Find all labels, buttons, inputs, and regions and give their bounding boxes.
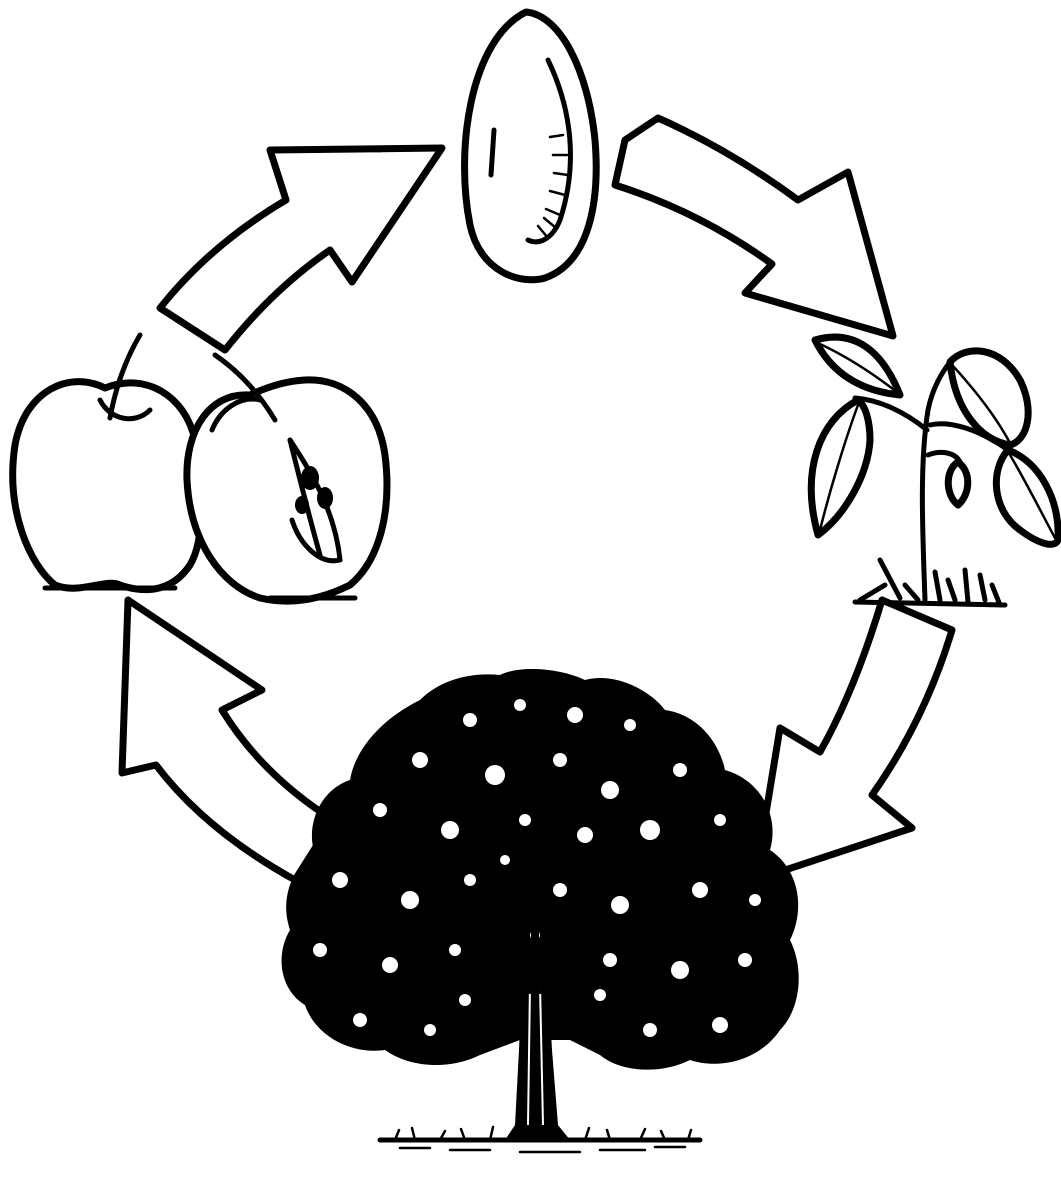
seed-icon xyxy=(465,12,597,280)
seedling-icon xyxy=(811,337,1058,605)
arrow-seedling-to-tree xyxy=(755,600,952,880)
arrow-tree-to-apples xyxy=(122,600,333,880)
arrow-seed-to-seedling xyxy=(615,118,893,336)
tree-icon xyxy=(282,669,799,1152)
arrow-apples-to-seed xyxy=(160,148,442,350)
apple-icon xyxy=(13,335,387,601)
